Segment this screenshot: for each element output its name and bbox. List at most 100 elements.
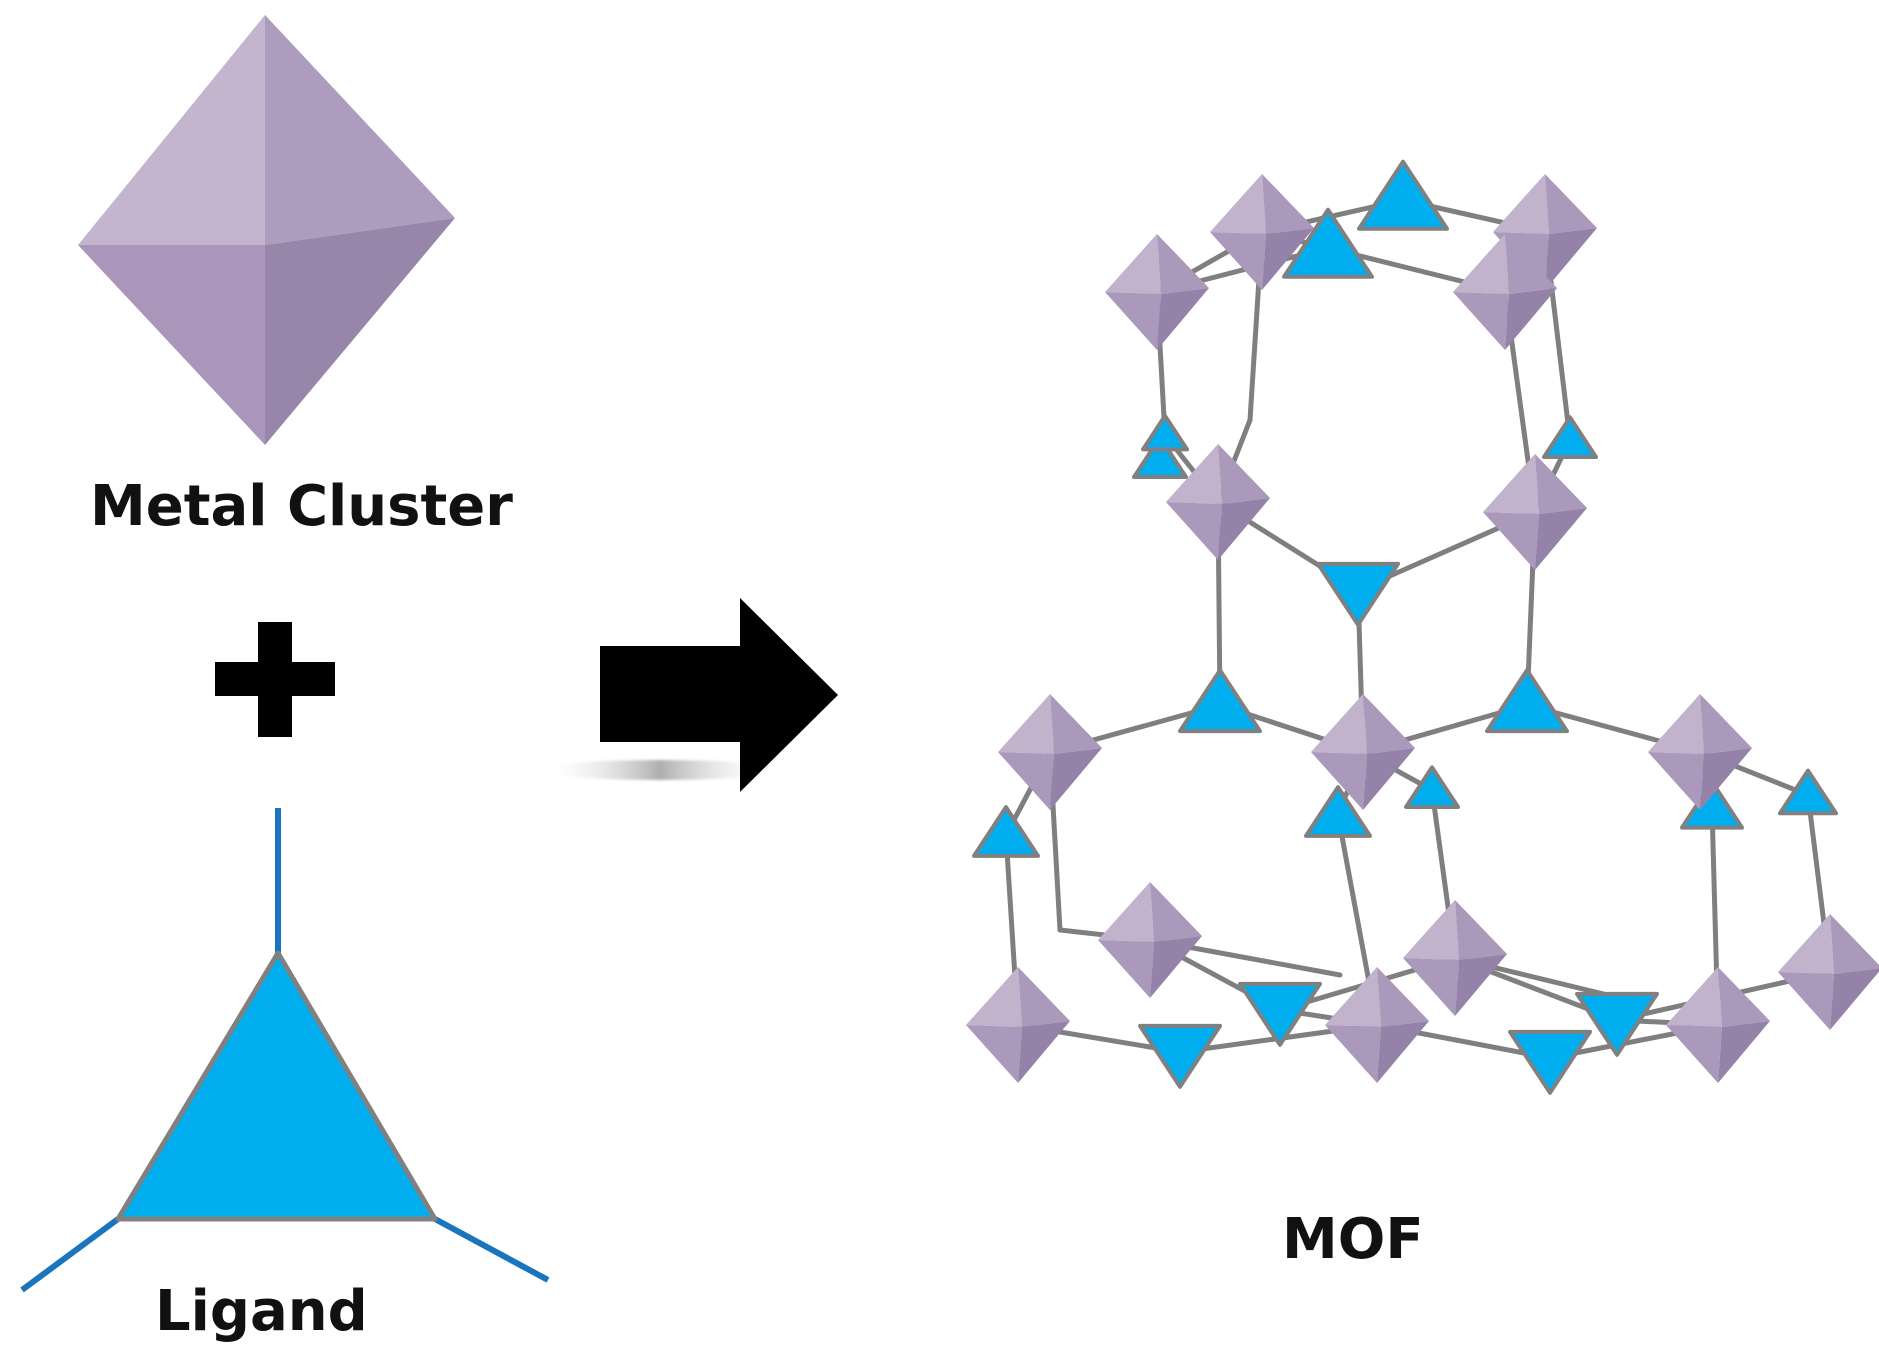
metal-node-face: [1718, 1021, 1770, 1083]
metal-node-face: [1718, 967, 1770, 1027]
metal-node-face: [1150, 882, 1202, 942]
metal-node-face: [1018, 1021, 1070, 1083]
metal-node-icon: [1311, 694, 1415, 810]
metal-node-face: [1098, 882, 1154, 942]
metal-node-face: [1483, 454, 1539, 514]
metal-node-face: [1700, 694, 1752, 754]
metal-node-face: [1262, 228, 1314, 290]
mof-ligand-nodes: [972, 159, 1838, 1095]
mof-label: MOF: [1282, 1207, 1424, 1272]
ligand-node-icon: [1141, 413, 1189, 452]
metal-node-face: [1363, 748, 1415, 810]
metal-node-face: [1157, 234, 1209, 294]
metal-node-icon: [1778, 914, 1879, 1030]
ligand-node-icon: [1542, 415, 1598, 459]
ligand-node-icon: [1404, 765, 1460, 809]
metal-node-face: [1018, 967, 1070, 1027]
metal-node-face: [1166, 444, 1222, 504]
metal-node-face: [1648, 694, 1704, 754]
metal-node-face: [1455, 954, 1507, 1016]
mof-metal-nodes: [966, 174, 1879, 1083]
metal-node-face: [1210, 174, 1266, 234]
metal-node-face: [1830, 968, 1879, 1030]
ligand-node-icon: [1778, 768, 1838, 816]
metal-node-icon: [1105, 234, 1209, 350]
ligand-node-icon: [1357, 159, 1449, 231]
metal-node-face: [966, 1025, 1022, 1083]
metal-node-face: [1535, 508, 1587, 570]
ligand-node-icon: [1304, 785, 1372, 838]
metal-node-face: [1666, 1025, 1722, 1083]
metal-node-icon: [1210, 174, 1314, 290]
metal-node-face: [1648, 752, 1704, 810]
ligand-node-icon: [1132, 435, 1188, 479]
metal-node-face: [1218, 444, 1270, 504]
ligand-node-icon: [1282, 207, 1374, 279]
metal-node-face: [966, 967, 1022, 1027]
metal-node-icon: [966, 967, 1070, 1083]
ligand-node-icon: [1178, 668, 1262, 734]
metal-node-face: [1377, 1021, 1429, 1083]
metal-node-face: [1311, 694, 1367, 754]
metal-node-face: [1050, 748, 1102, 810]
metal-node-face: [1453, 234, 1509, 294]
metal-node-face: [1210, 232, 1266, 290]
metal-node-face: [1098, 940, 1154, 998]
mof-framework: [966, 159, 1879, 1095]
metal-node-face: [1483, 512, 1539, 570]
metal-node-face: [1157, 288, 1209, 350]
metal-node-face: [1666, 967, 1722, 1027]
ligand-triangle-icon: [20, 808, 550, 1293]
metal-node-face: [1325, 1025, 1381, 1083]
metal-node-face: [1262, 174, 1314, 234]
ligand-node-icon: [1575, 991, 1659, 1057]
metal-node-face: [1830, 914, 1879, 974]
metal-node-face: [1778, 914, 1834, 974]
metal-node-face: [1535, 454, 1587, 514]
metal-node-face: [1455, 900, 1507, 960]
metal-node-face: [1325, 967, 1381, 1027]
ligand-node-icon: [972, 805, 1040, 858]
metal-node-icon: [1453, 234, 1557, 350]
metal-node-icon: [998, 694, 1102, 810]
ligand-node-icon: [1316, 561, 1400, 627]
metal-node-face: [998, 752, 1054, 810]
right-arrow-icon: [540, 598, 838, 792]
metal-node-face: [1778, 972, 1834, 1030]
metal-node-icon: [1403, 900, 1507, 1016]
ligand-node-icon: [1138, 1023, 1222, 1089]
plus-icon: [215, 622, 335, 737]
metal-node-face: [1105, 234, 1161, 294]
metal-node-face: [1545, 228, 1597, 290]
metal-node-icon: [1483, 454, 1587, 570]
metal-node-icon: [1648, 694, 1752, 810]
ligand-node-icon: [1485, 668, 1569, 734]
metal-node-face: [1505, 288, 1557, 350]
metal-node-face: [1050, 694, 1102, 754]
metal-node-face: [1377, 967, 1429, 1027]
ligand-node-icon: [1238, 981, 1322, 1047]
metal-node-face: [1363, 694, 1415, 754]
metal-node-face: [1403, 900, 1459, 960]
metal-node-face: [1403, 958, 1459, 1016]
metal-node-face: [998, 694, 1054, 754]
metal-node-face: [1493, 174, 1549, 234]
metal-node-face: [1150, 936, 1202, 998]
ligand-label: Ligand: [155, 1279, 368, 1344]
metal-node-icon: [1166, 444, 1270, 560]
metal-node-face: [1166, 502, 1222, 560]
metal-cluster-octahedron-icon: [78, 15, 455, 445]
ligand-node-icon: [1508, 1029, 1592, 1095]
metal-cluster-label: Metal Cluster: [90, 474, 513, 539]
metal-node-icon: [1666, 967, 1770, 1083]
metal-node-face: [1545, 174, 1597, 234]
metal-node-icon: [1098, 882, 1202, 998]
metal-node-face: [1505, 234, 1557, 294]
metal-node-icon: [1325, 967, 1429, 1083]
metal-node-face: [1218, 498, 1270, 560]
metal-node-face: [1453, 292, 1509, 350]
metal-node-face: [1311, 752, 1367, 810]
metal-node-face: [1700, 748, 1752, 810]
metal-node-face: [1105, 292, 1161, 350]
